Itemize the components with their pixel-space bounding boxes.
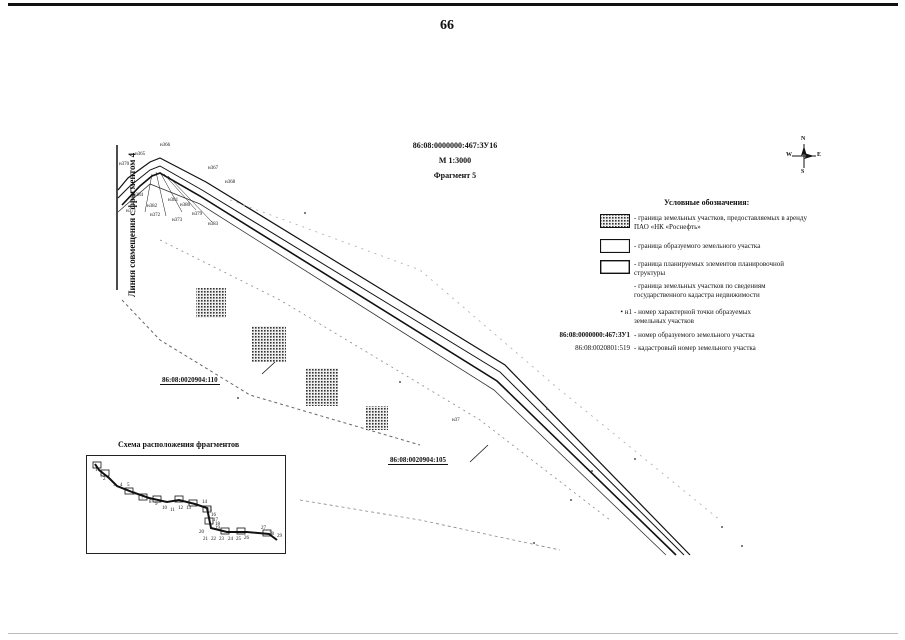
point-label: н381 bbox=[168, 198, 179, 203]
boundary-box-symbol-icon bbox=[600, 239, 630, 253]
point-symbol: • н1 bbox=[620, 308, 632, 316]
point-label: н382 bbox=[147, 204, 158, 209]
legend-text: - граница земельных участков по сведения… bbox=[634, 282, 766, 299]
cadastral-title: 86:08:0000000:467:ЗУ16 bbox=[412, 141, 498, 150]
compass-s: S bbox=[801, 169, 805, 175]
alignment-line-label: Линия совмещения с фрагментом 4 bbox=[127, 152, 137, 298]
fragment-label: Фрагмент 5 bbox=[433, 171, 477, 180]
lease-area-1 bbox=[196, 288, 226, 318]
parcel-boundary-middle bbox=[159, 239, 611, 521]
parcel-boundary-upper bbox=[229, 199, 721, 521]
legend-title: Условные обозначения: bbox=[664, 198, 750, 207]
map-scale: М 1:3000 bbox=[438, 156, 472, 165]
point-label: н380 bbox=[180, 203, 191, 208]
point-label: н37 bbox=[452, 418, 460, 423]
point-label: н383 bbox=[208, 222, 219, 227]
page-number: 66 bbox=[440, 18, 454, 33]
parcel-number-sample: 86:08:0000000:467:ЗУ1 bbox=[559, 331, 630, 339]
corridor-boundary-outer bbox=[117, 157, 691, 556]
point-label: н379 bbox=[192, 212, 203, 217]
cadastral-number-sample: 86:08:0020801:519 bbox=[575, 344, 630, 352]
parcel-label: 86:08:0020904:105 bbox=[388, 456, 448, 465]
legend-text: - номер образуемого земельного участка bbox=[634, 331, 755, 339]
compass-n: N bbox=[801, 136, 806, 142]
point-label: н384 bbox=[133, 193, 144, 198]
fragment-scheme: 1 2 3 4 5 6 7 8 9 10 11 12 13 14 15 16 1… bbox=[86, 455, 286, 554]
compass-e: E bbox=[817, 152, 822, 158]
lease-area-3 bbox=[306, 368, 338, 406]
point-label: н370 bbox=[119, 162, 130, 167]
parcel-label: 86:08:0020904:110 bbox=[160, 376, 220, 385]
legend-text: - номер характерной точки образуемых зем… bbox=[634, 308, 751, 325]
compass-rose-icon: N S W E bbox=[786, 136, 822, 176]
top-rule bbox=[8, 3, 898, 6]
legend-text: - кадастровый номер земельного участка bbox=[634, 344, 756, 352]
parcel-boundary-bottom bbox=[299, 499, 561, 551]
scheme-title: Схема расположения фрагментов bbox=[118, 440, 240, 449]
legend-text: - граница планируемых элементов планиров… bbox=[634, 260, 785, 277]
point-label: н367 bbox=[208, 166, 219, 171]
point-label: н366 bbox=[160, 143, 171, 148]
lease-area-4 bbox=[366, 406, 388, 430]
map-title-block: 86:08:0000000:467:ЗУ16 М 1:3000 Фрагмент… bbox=[390, 138, 520, 183]
point-label: н371 bbox=[126, 209, 137, 214]
corridor-boundary-lease bbox=[117, 183, 667, 556]
legend-text: - граница земельных участков, предоставл… bbox=[634, 214, 807, 231]
point-label: н373 bbox=[172, 218, 183, 223]
point-label: н368 bbox=[225, 180, 236, 185]
legend-text: - граница образуемого земельного участка bbox=[634, 242, 761, 250]
point-label: н372 bbox=[150, 213, 161, 218]
lease-area-2 bbox=[252, 326, 286, 362]
bottom-rule bbox=[8, 633, 898, 634]
point-label: н365 bbox=[135, 152, 146, 157]
planning-boundary-symbol-icon bbox=[600, 260, 630, 274]
corridor-boundary-inner bbox=[121, 172, 677, 556]
hatched-area-symbol-icon bbox=[600, 214, 630, 228]
compass-w: W bbox=[786, 152, 792, 158]
